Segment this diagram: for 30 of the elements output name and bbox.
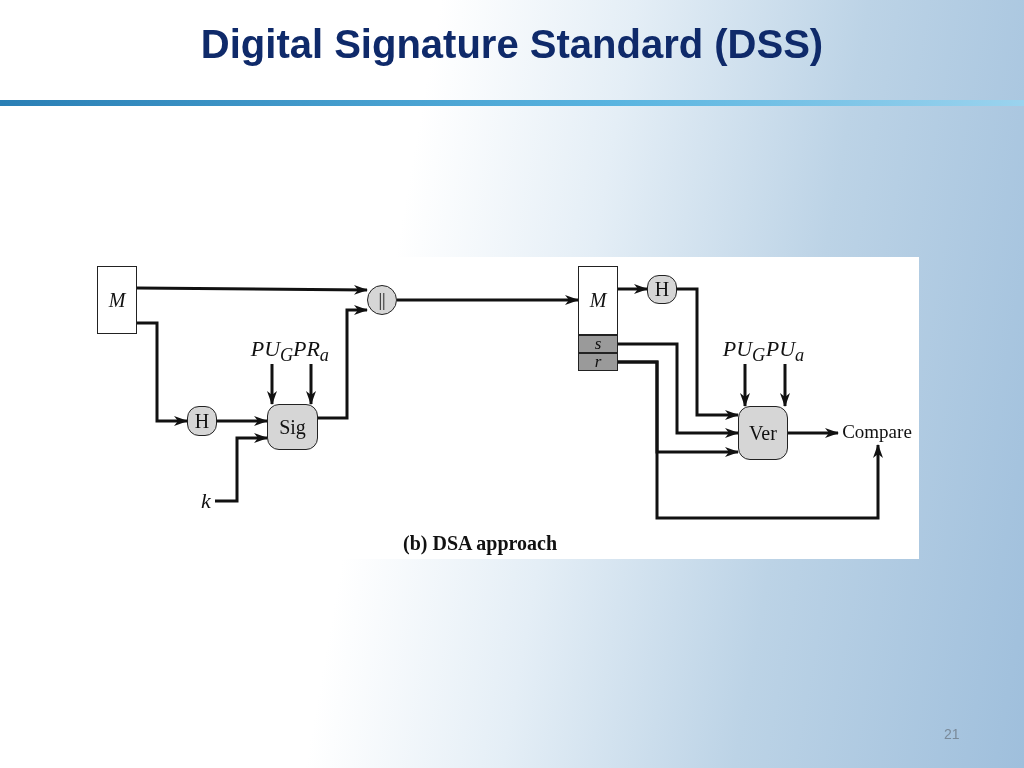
output-label: Compare: [838, 419, 916, 445]
key-label: PU$_{a}$: [765, 338, 805, 364]
arrow: [618, 284, 648, 294]
sign-block: Sig: [267, 404, 318, 450]
arrow: [397, 295, 579, 305]
arrow: [267, 364, 277, 405]
arrow: [217, 416, 268, 426]
input-label: k: [197, 489, 215, 513]
key-label: PU$_{G}$: [252, 338, 292, 364]
arrow: [677, 287, 739, 420]
arrow: [780, 364, 790, 407]
arrow: [618, 342, 739, 438]
key-label: PU$_{G}$: [723, 338, 765, 364]
arrow: [740, 364, 750, 407]
signature-field: s: [578, 335, 618, 353]
figure-caption: (b) DSA approach: [403, 532, 558, 555]
page-number: 21: [944, 726, 960, 742]
arrow: [215, 433, 268, 503]
message-box: M: [578, 266, 618, 335]
verify-block: Ver: [738, 406, 788, 460]
arrow: [137, 321, 188, 426]
arrow: [306, 364, 316, 405]
signature-field: r: [578, 353, 618, 371]
arrow: [137, 284, 368, 295]
message-box: M: [97, 266, 137, 334]
key-label: PR$_{a}$: [292, 338, 330, 364]
arrow: [318, 305, 368, 420]
arrow: [788, 428, 839, 438]
slide-title: Digital Signature Standard (DSS): [199, 22, 825, 67]
arrow: [618, 360, 883, 520]
